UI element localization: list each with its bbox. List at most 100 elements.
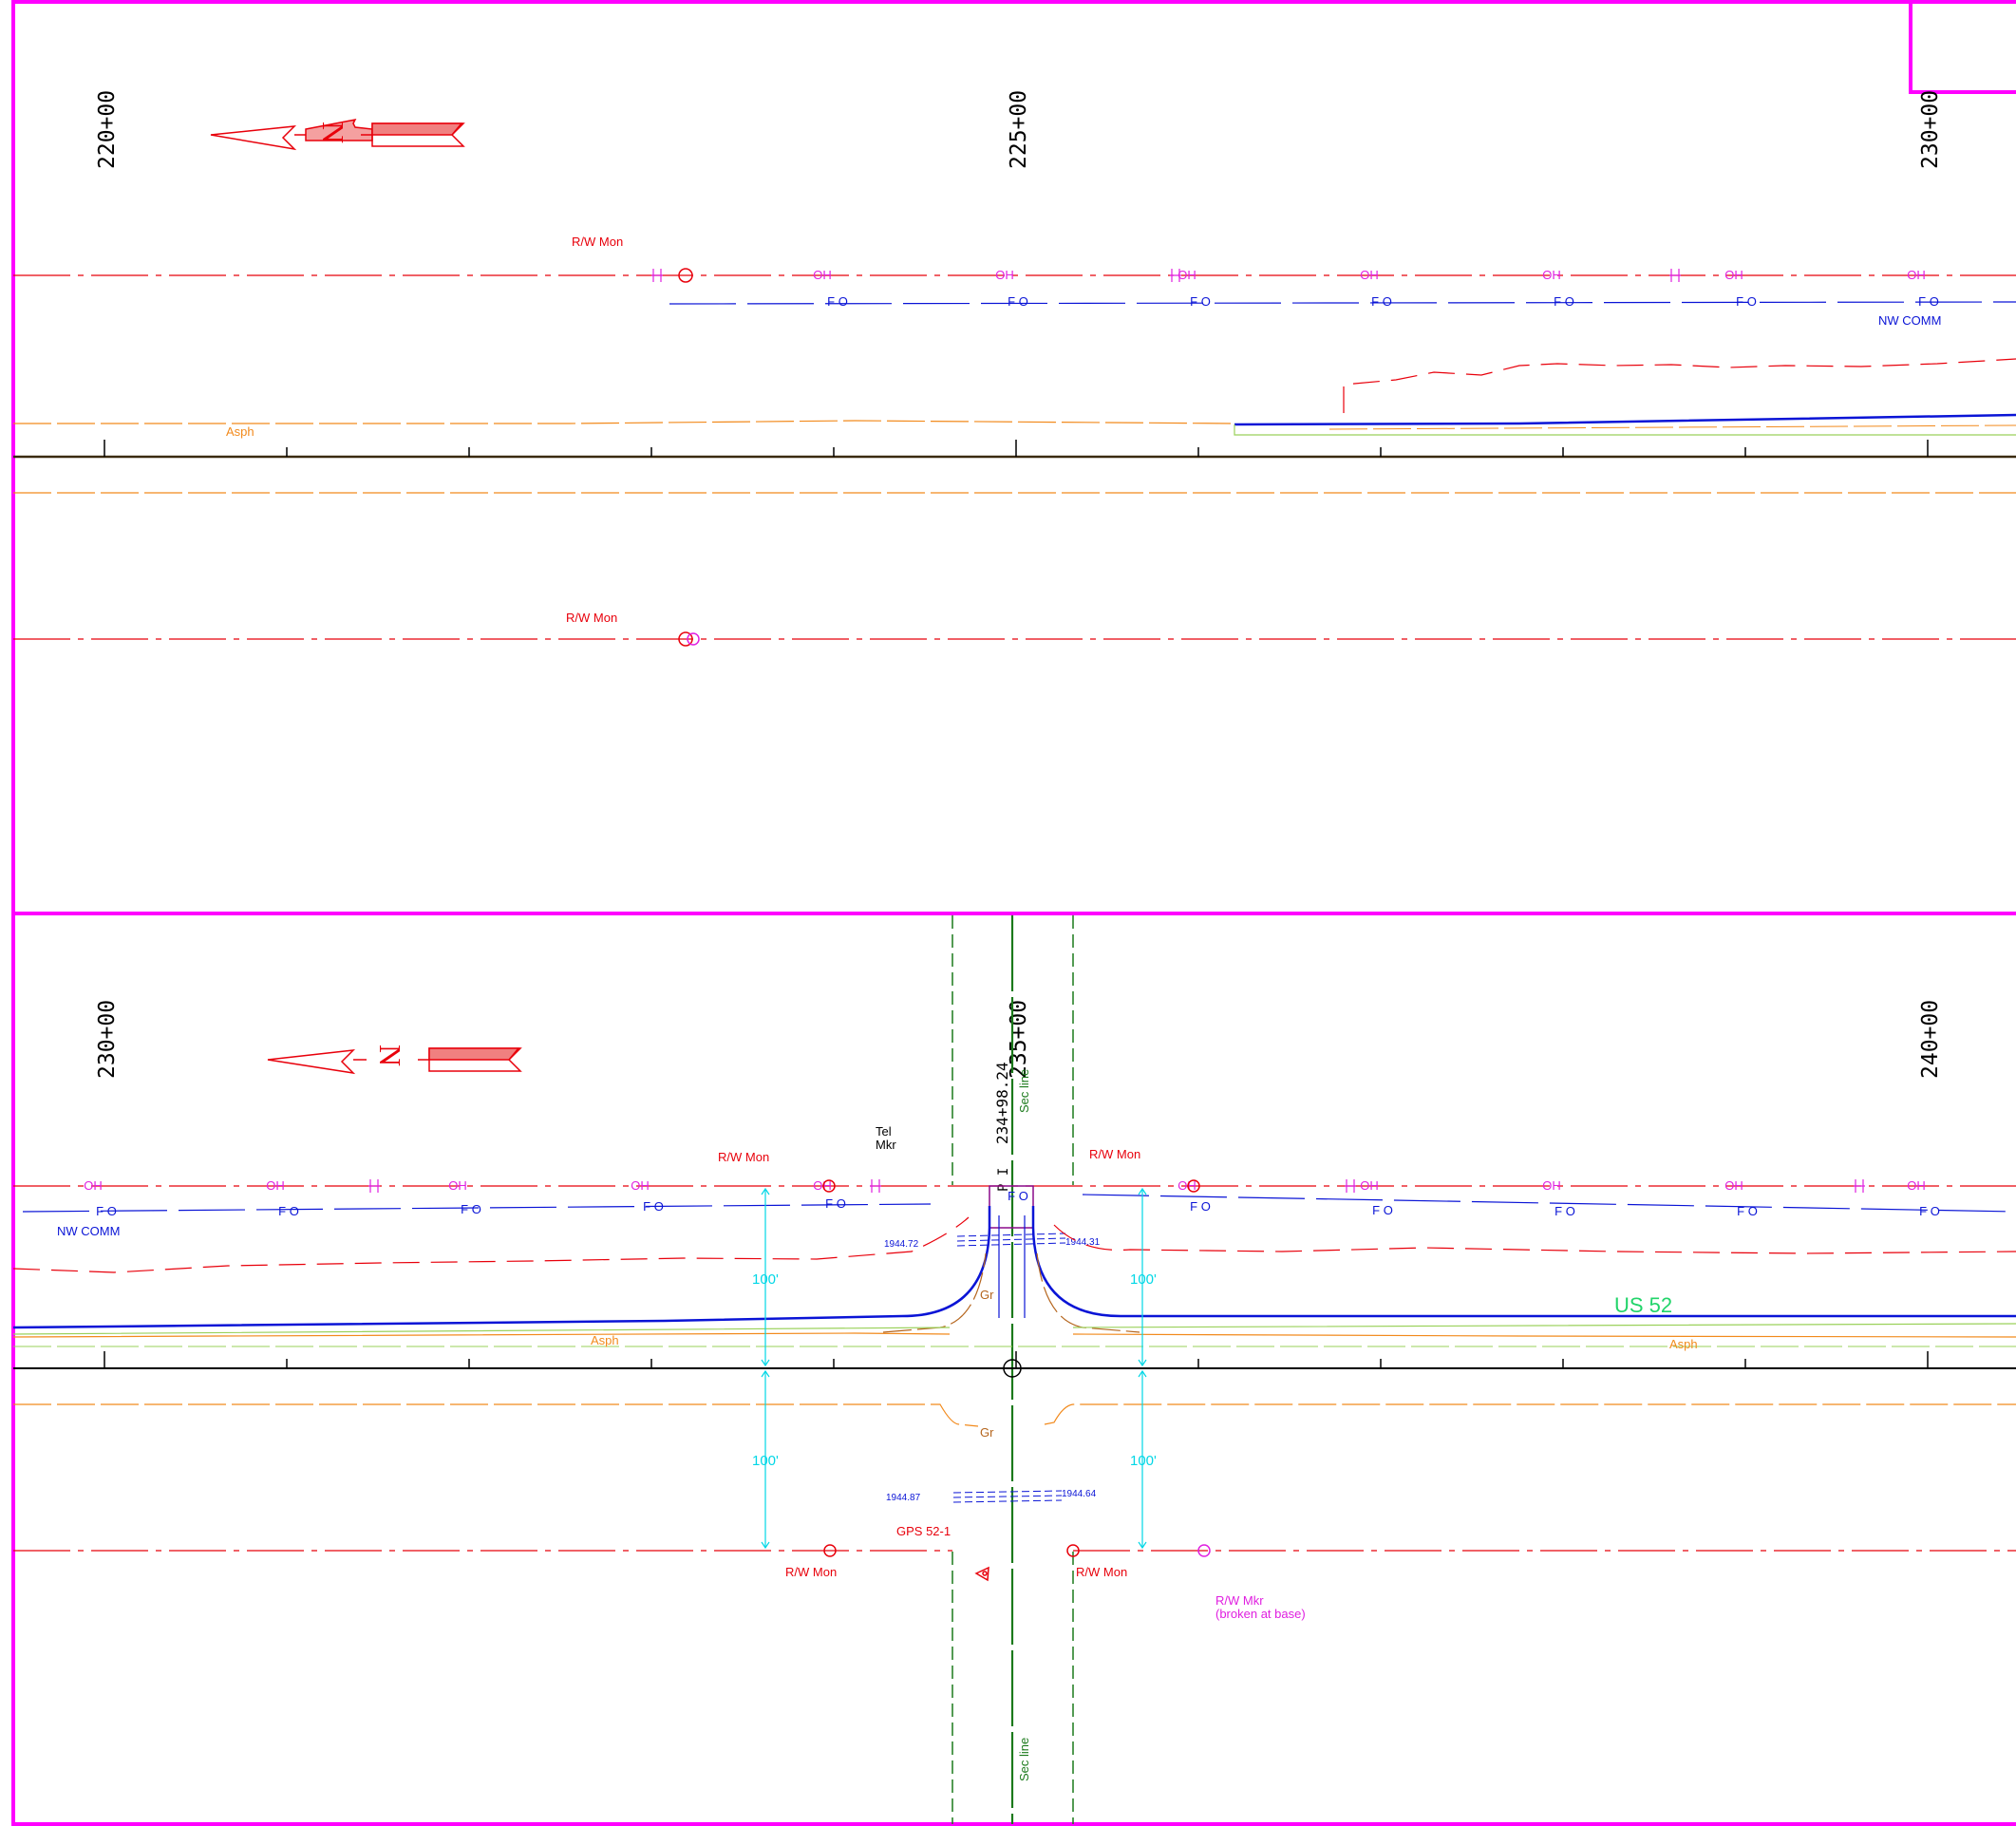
elev-ne: 1944.31 [1065, 1237, 1101, 1248]
rw-mon-north-label: R/W Mon [572, 235, 623, 249]
fo-label: F O [1190, 294, 1211, 309]
tel-mkr-label-2: Mkr [876, 1138, 896, 1152]
monument-circle-icon [678, 268, 693, 283]
tel-mkr-label-1: Tel [876, 1124, 892, 1139]
title-block-corner [1909, 2, 2016, 94]
gravel-curve-east [1036, 1252, 1140, 1333]
oh-label: OH [1907, 1178, 1926, 1193]
north-letter-bottom: N [373, 1045, 407, 1066]
utility-pole-icon [1854, 1179, 1865, 1193]
fo-label: F O [1008, 1189, 1028, 1203]
fiber-line [22, 1203, 932, 1213]
fo-label: F O [643, 1199, 664, 1214]
asph-east-label: Asph [1669, 1337, 1698, 1351]
oh-label: OH [813, 268, 832, 282]
rw-mon-se-label: R/W Mon [1076, 1565, 1127, 1579]
fo-label: F O [1919, 1204, 1940, 1218]
station-label-240: 240+00 [1918, 1000, 1943, 1079]
sec-line-north-label: Sec line [1017, 1069, 1031, 1113]
fo-label: F O [825, 1196, 846, 1211]
oh-label: OH [266, 1178, 285, 1193]
station-label-230: 230+00 [1918, 90, 1943, 169]
asph-west-label: Asph [591, 1333, 619, 1347]
oh-label: OH [1724, 1178, 1743, 1193]
utility-pole-icon [1669, 269, 1681, 282]
fo-label: F O [278, 1204, 299, 1218]
monument-circle-icon [822, 1179, 1200, 1193]
centerline-ticks-top [104, 440, 1929, 457]
edge-line-north-top [1343, 358, 2016, 413]
asphalt-north-bottom [12, 1332, 2016, 1338]
crossing-station-label: 234+98.24 [993, 1062, 1011, 1144]
monument-circle-icon [678, 631, 700, 647]
oh-label: OH [1724, 268, 1743, 282]
gps-label: GPS 52-1 [896, 1524, 951, 1538]
dimension-lines [761, 1187, 1147, 1550]
fo-label: F O [1737, 1204, 1758, 1218]
gr-south-label: Gr [980, 1425, 994, 1440]
pi-circle-icon [1003, 1359, 1022, 1378]
rw-mon-ne-label: R/W Mon [1089, 1147, 1140, 1161]
dim-sw-label: 100' [752, 1453, 779, 1469]
oh-label: OH [1178, 1178, 1196, 1193]
gr-north-label: Gr [980, 1288, 994, 1302]
culvert-dashes-north [956, 1233, 1066, 1247]
station-label-235: 235+00 [1007, 1000, 1031, 1079]
dim-se-label: 100' [1130, 1453, 1157, 1469]
utility-pole-icon [368, 1179, 380, 1193]
oh-label: OH [1360, 268, 1379, 282]
oh-label: OH [84, 1178, 103, 1193]
oh-label: OH [631, 1178, 650, 1193]
fo-label: F O [1554, 1204, 1575, 1218]
edge-line-north-bottom [12, 1216, 2016, 1273]
shoulder-green-bottom [12, 1323, 2016, 1335]
rw-mon-sw-label: R/W Mon [785, 1565, 837, 1579]
fo-label: F O [1554, 294, 1574, 309]
fo-label: F O [1008, 294, 1028, 309]
fo-label: F O [1190, 1199, 1211, 1214]
elev-sw: 1944.87 [886, 1493, 921, 1503]
us-52-label: US 52 [1614, 1293, 1672, 1317]
north-letter: N [316, 122, 350, 143]
asphalt-south-bottom [13, 1403, 2016, 1427]
pavement-edge-top [1234, 413, 2016, 426]
utility-pole-icon [1345, 1179, 1356, 1193]
approach-curve-west [12, 1206, 991, 1329]
station-label-220: 220+00 [95, 90, 120, 169]
fiber-line [669, 301, 2016, 305]
north-arrow-icon [267, 1047, 522, 1075]
oh-label: OH [1360, 1178, 1379, 1193]
monument-circle-icon [823, 1544, 1080, 1557]
oh-label: OH [1178, 268, 1196, 282]
elev-se: 1944.64 [1062, 1489, 1097, 1499]
oh-label: OH [1542, 1178, 1561, 1193]
station-label-230b: 230+00 [95, 1000, 120, 1079]
nw-comm-top-label: NW COMM [1878, 313, 1941, 328]
nw-comm-bottom-label: NW COMM [57, 1224, 120, 1238]
elev-nw: 1944.72 [884, 1239, 919, 1250]
gravel-curve-west [882, 1252, 987, 1333]
rw-mkr-label-2: (broken at base) [1215, 1607, 1306, 1621]
dim-ne-label: 100' [1130, 1271, 1157, 1288]
approach-curve-east [1031, 1206, 2016, 1318]
fo-label: F O [1918, 294, 1939, 309]
asphalt-east-top [1328, 424, 2016, 430]
culvert-dashes-south [952, 1490, 1063, 1503]
oh-label: OH [995, 268, 1014, 282]
oh-label: OH [448, 1178, 467, 1193]
shoulder-top [1234, 424, 2016, 436]
sec-line-south-label: Sec line [1017, 1738, 1031, 1781]
north-arrow-icon [210, 118, 465, 151]
oh-label: OH [1907, 268, 1926, 282]
utility-pole-icon [1170, 269, 1181, 282]
utility-pole-icon [870, 1179, 881, 1193]
fo-label: F O [1372, 1203, 1393, 1217]
dim-nw-label: 100' [752, 1271, 779, 1288]
asphalt-edge-north-top [13, 420, 1235, 424]
